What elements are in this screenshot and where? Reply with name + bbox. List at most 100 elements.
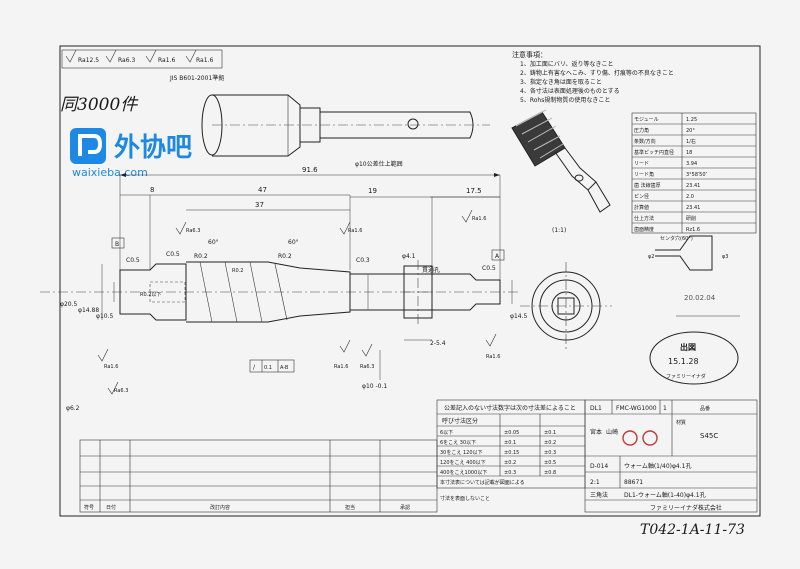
dim-c2: C0.5 (166, 251, 180, 258)
watermark-logo: 外协吧 waixieba.com (70, 128, 192, 179)
gear-row-label: ピン径 (634, 193, 649, 200)
gear-row-label: 条数/方向 (634, 138, 656, 145)
approval-seal-2 (642, 430, 658, 446)
center-hole-detail: センタ穴(60°) φ2 φ3 (648, 235, 728, 271)
datum-markers: B A / 0.1 A-B (111, 237, 505, 373)
notes-block: 注意事項： 1、加工面にバリ、返り等なきこと 2、鋳物上有害なへこみ、すり傷、打… (512, 50, 674, 104)
title-block: DL1 FMC-WG1000 1 品番 宮本 山崎 材質 S45C D-014 … (584, 399, 758, 513)
dim-r-b: R0.2 (278, 253, 292, 260)
note-item-5: 5、Rohs規制物質の使用なきこと (520, 96, 610, 104)
runout-symbol: / (253, 364, 256, 371)
gear-row-value: 研削 (686, 215, 696, 222)
main-side-view (40, 260, 520, 325)
standard-note: JIS B601-2001準拠 (169, 74, 224, 82)
gear-row-value: 1/右 (686, 138, 696, 145)
tolerance-cell: ±0.1 (544, 430, 556, 436)
tolerance-cell: 120をこえ 400以下 (440, 459, 486, 466)
title-part-name: ウォーム軸(1/40)φ4.1孔 (624, 462, 691, 470)
runout-datum: A-B (280, 365, 289, 371)
finish-symbols-header: Ra12.5 Ra6.3 Ra1.6 Ra1.6 JIS B601-2001準拠 (61, 49, 224, 82)
rev-header-approve: 承認 (400, 504, 410, 511)
phi3-label: φ3 (722, 254, 728, 260)
title-model: FMC-WG1000 (616, 405, 657, 412)
gear-data-table (631, 112, 757, 234)
gear-row-value: Rz1.6 (686, 227, 700, 233)
finish-ra-b: Ra1.6 (348, 228, 362, 234)
dim-r-a: R0.2 (194, 253, 208, 260)
tolerance-footer-2: 寸法を表面しないこと (440, 495, 490, 502)
dim-17-5: 17.5 (466, 187, 482, 195)
dim-angle-a: 60° (208, 239, 219, 246)
title-sheet: 1 (663, 405, 667, 412)
dim-37: 37 (255, 201, 264, 209)
dim-phi-6-2: φ6.2 (66, 405, 80, 412)
title-company: ファミリーイナダ株式会社 (650, 504, 722, 512)
title-scale: 2:1 (590, 479, 600, 486)
title-series: DL1 (590, 405, 602, 412)
date-stamp-text: 20.02.04 (684, 294, 716, 302)
tolerance-cell: ±0.3 (504, 470, 516, 476)
handwritten-doc-code: T042-1A-11-73 (640, 522, 745, 538)
worm-isometric-view: (1:1) (511, 109, 611, 234)
finish-ra-g: Ra1.6 (334, 364, 348, 370)
gear-row-value: 20° (686, 128, 695, 134)
finish-ra-f: Ra1.6 (486, 354, 500, 360)
dim-overall: 91.6 (302, 166, 318, 174)
note-item-4: 4、各寸法は表面処理後のものとする (520, 87, 620, 95)
tolerance-cell: 400をこえ1000以下 (440, 469, 487, 476)
quantity-handwritten-note: 同3000件 (60, 95, 139, 115)
tolerance-cell: ±0.2 (504, 460, 516, 466)
tolerance-cell: ±0.3 (544, 450, 556, 456)
tolerance-table: 公差記入のない寸法数字は次の寸法差によること 呼び寸法区分 本寸法表については記… (436, 399, 586, 502)
surface-finish-marks: Ra6.3 Ra1.6 Ra1.6 Ra1.6 Ra6.3 Ra1.6 Ra1.… (97, 209, 500, 395)
gear-row-label: 基準ピッチ円直径 (634, 149, 674, 156)
gear-row-value: 2.0 (686, 194, 694, 200)
dim-angle-b: 60° (288, 239, 299, 246)
tolerance-grade: 呼び寸法区分 (442, 417, 478, 425)
title-material: S45C (700, 432, 718, 440)
title-col-material: 材質 (676, 419, 686, 426)
finish-ra-a: Ra6.3 (186, 228, 200, 234)
datum-b: B (115, 241, 119, 248)
rev-header-content: 改訂内容 (210, 504, 230, 511)
drawing-border (59, 45, 761, 517)
note-item-3: 3、指定なき角は面を取ること (520, 78, 602, 86)
end-view (520, 262, 612, 350)
runout-value: 0.1 (264, 365, 272, 371)
finish-symbol-3: Ra1.6 (158, 57, 175, 64)
issue-stamp-company: ファミリーイナダ (666, 373, 706, 380)
gear-row-label: モジュール (634, 117, 659, 123)
through-hole-label: 貫通孔 (422, 266, 440, 274)
dim-c3: C0.3 (356, 257, 370, 264)
gear-row-value: 23.41 (686, 205, 700, 211)
issue-stamp-title: 出図 (680, 342, 696, 352)
dim-tooth-range: φ10公差仕上範囲 (355, 160, 403, 168)
dim-c1: C0.5 (126, 257, 140, 264)
tolerance-cell: 30をこえ 120以下 (440, 449, 483, 456)
title-projection: 三角法 (590, 491, 608, 499)
dim-47: 47 (258, 186, 267, 194)
title-part-code: D-014 (590, 463, 608, 470)
iso-scale-label: (1:1) (552, 227, 566, 234)
dim-d20-5: φ20.5 (60, 301, 78, 308)
note-item-1: 1、加工面にバリ、返り等なきこと (520, 60, 613, 68)
title-col-item: 品番 (700, 405, 710, 412)
gear-row-value: 23.41 (686, 183, 700, 189)
approval-seal-1 (622, 430, 638, 446)
finish-symbol-1: Ra12.5 (78, 57, 99, 64)
gear-row-value: 18 (686, 150, 692, 156)
tolerance-cell: ±0.2 (544, 440, 556, 446)
rev-header-mark: 符号 (84, 504, 94, 511)
tolerance-heading: 公差記入のない寸法数字は次の寸法差によること (444, 404, 576, 412)
finish-ra-h: Ra6.3 (114, 388, 128, 394)
dim-2-5-4: 2-5.4 (430, 340, 446, 347)
watermark-brand: 外协吧 (114, 133, 192, 163)
issue-stamp-date: 15.1.28 (668, 357, 699, 366)
finish-symbol-2: Ra6.3 (118, 57, 135, 64)
dim-8: 8 (150, 186, 154, 194)
tolerance-cell: ±0.8 (544, 470, 556, 476)
dim-19: 19 (368, 187, 377, 195)
title-drawing-no: 88671 (624, 479, 643, 486)
